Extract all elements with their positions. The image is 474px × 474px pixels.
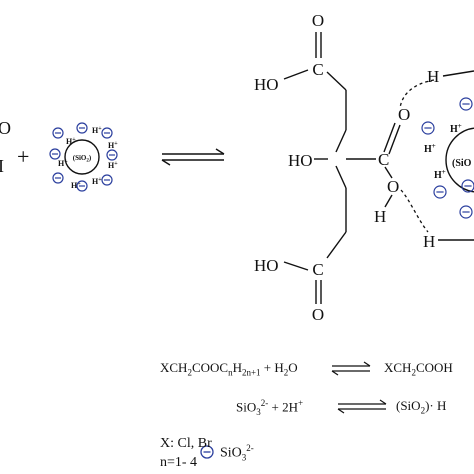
right-particle-circle bbox=[445, 127, 474, 193]
particle-core-circle bbox=[64, 139, 100, 175]
particle-hplus-group: H+ H+ H+ H+ H+ H+ H+ bbox=[58, 126, 118, 190]
particle-hplus: H+ bbox=[71, 181, 81, 190]
minus-circle-icon bbox=[421, 121, 435, 135]
silica-particle: (SiO2) H+ H+ H+ H+ H+ H+ H+ bbox=[49, 122, 118, 192]
equation-silicate-right: (SiO2)· H bbox=[396, 398, 447, 416]
particle-hplus: H+ bbox=[58, 159, 68, 168]
left-fragment-i: I bbox=[0, 156, 4, 176]
c-mid: C bbox=[378, 150, 389, 169]
particle-hplus: H+ bbox=[108, 161, 118, 170]
right-hplus-3: H+ bbox=[434, 168, 446, 181]
right-h-bot: H bbox=[423, 232, 435, 251]
equation-silicate-left: SiO32- + 2H+ bbox=[236, 398, 304, 417]
particle-core-label: (SiO2) bbox=[73, 154, 92, 164]
citric-acid-molecule bbox=[283, 32, 401, 304]
particle-hplus: H+ bbox=[108, 141, 118, 150]
plus-sign: + bbox=[17, 144, 29, 169]
minus-circle-icon bbox=[76, 122, 88, 134]
h-mid: H bbox=[374, 207, 386, 226]
equation-hydrolysis-left: XCH2COOCnH2n+1 + H2O bbox=[160, 360, 298, 378]
particle-hplus: H+ bbox=[92, 126, 102, 135]
minus-circle-icon bbox=[106, 149, 118, 161]
particle-hplus: H+ bbox=[66, 137, 76, 146]
o-mid-carbonyl: O bbox=[398, 105, 410, 124]
minus-circle-icon bbox=[52, 127, 64, 139]
hydrogen-bonds bbox=[399, 79, 435, 233]
particle-ion-group bbox=[49, 122, 118, 192]
legend-ion-label: SiO32- bbox=[220, 443, 254, 463]
right-hplus-1: H+ bbox=[450, 122, 462, 135]
ho-top: HO bbox=[254, 75, 279, 94]
o-bot-carbonyl: O bbox=[312, 305, 324, 324]
right-h-top: H bbox=[427, 67, 439, 86]
left-fragment-o: O bbox=[0, 118, 11, 138]
equilibrium-arrow-icon bbox=[331, 361, 371, 376]
minus-circle-icon bbox=[461, 179, 474, 193]
minus-circle-icon bbox=[76, 180, 88, 192]
right-particle-core: (SiO bbox=[452, 158, 472, 169]
right-hplus-2: H+ bbox=[424, 142, 436, 155]
minus-circle-icon bbox=[200, 445, 214, 459]
minus-circle-icon bbox=[433, 185, 447, 199]
ho-mid: HO bbox=[288, 151, 313, 170]
minus-circle-icon bbox=[52, 172, 64, 184]
right-ion-group bbox=[421, 97, 474, 219]
c-top: C bbox=[312, 60, 323, 79]
equilibrium-arrow-icon bbox=[337, 399, 387, 414]
o-top-carbonyl: O bbox=[312, 11, 324, 30]
legend-n-line: n=1- 4 bbox=[160, 455, 198, 470]
right-fragment: H H (SiO H+ H+ H+ bbox=[421, 67, 474, 251]
minus-circle-icon bbox=[101, 174, 113, 186]
minus-circle-icon bbox=[459, 97, 473, 111]
minus-circle-icon bbox=[101, 127, 113, 139]
legend-x-line: X: Cl, Br bbox=[160, 436, 212, 451]
equation-hydrolysis-right: XCH2COOH bbox=[384, 360, 453, 378]
minus-circle-icon bbox=[459, 205, 473, 219]
minus-circle-icon bbox=[49, 148, 61, 160]
equilibrium-arrow-icon bbox=[161, 148, 225, 166]
o-mid-hydroxyl: O bbox=[387, 177, 399, 196]
ho-bot: HO bbox=[254, 256, 279, 275]
c-bot: C bbox=[312, 260, 323, 279]
particle-hplus: H+ bbox=[92, 177, 102, 186]
